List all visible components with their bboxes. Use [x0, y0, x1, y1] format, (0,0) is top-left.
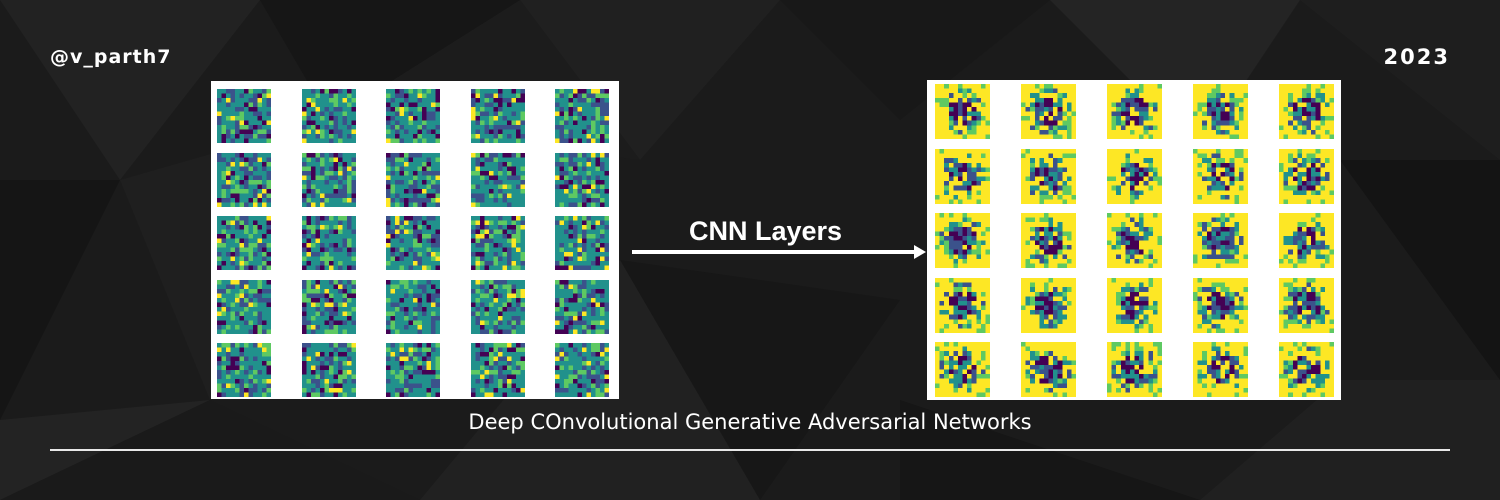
sample-tile: [1107, 277, 1162, 333]
sample-tile: [301, 89, 356, 143]
sample-tile: [1107, 84, 1162, 139]
sample-tile: [1107, 342, 1162, 397]
noise-samples-grid: [211, 81, 619, 399]
sample-tile: [1193, 213, 1248, 268]
sample-tile: [301, 279, 356, 334]
sample-tile: [555, 152, 609, 207]
sample-tile: [555, 89, 609, 143]
sample-tile: [470, 152, 525, 207]
sample-tile: [935, 213, 990, 268]
sample-tile: [386, 89, 440, 143]
sample-tile: [1107, 148, 1162, 204]
sample-tile: [935, 277, 990, 333]
sample-tile: [1021, 277, 1076, 333]
sample-tile: [935, 84, 990, 139]
sample-tile: [1021, 84, 1076, 139]
sample-tile: [1279, 342, 1334, 397]
sample-tile: [217, 279, 271, 334]
sample-tile: [217, 89, 271, 143]
sample-tile: [470, 89, 525, 143]
sample-tile: [1021, 342, 1076, 397]
sample-tile: [386, 279, 440, 334]
sample-tile: [1279, 148, 1334, 204]
sample-tile: [555, 343, 609, 397]
sample-tile: [555, 279, 609, 334]
sample-tile: [1279, 277, 1334, 333]
year-label: 2023: [1383, 45, 1450, 69]
sample-tile: [555, 216, 609, 270]
sample-tile: [1021, 148, 1076, 204]
divider: [50, 449, 1450, 451]
sample-tile: [217, 343, 271, 397]
sample-tile: [1193, 148, 1248, 204]
sample-tile: [301, 152, 356, 207]
sample-tile: [470, 279, 525, 334]
sample-tile: [386, 216, 440, 270]
sample-tile: [301, 216, 356, 270]
sample-tile: [217, 152, 271, 207]
caption: Deep COnvolutional Generative Adversaria…: [468, 410, 1032, 434]
sample-tile: [470, 343, 525, 397]
sample-tile: [1193, 277, 1248, 333]
author-handle: @v_parth7: [50, 46, 172, 68]
generated-samples-grid: [927, 80, 1341, 400]
sample-tile: [301, 343, 356, 397]
sample-tile: [935, 342, 990, 397]
sample-tile: [217, 216, 271, 270]
sample-tile: [386, 152, 440, 207]
sample-tile: [1193, 342, 1248, 397]
arrow-label: CNN Layers: [689, 216, 843, 246]
sample-tile: [386, 343, 440, 397]
sample-tile: [1193, 84, 1248, 139]
right-arrow-icon: [632, 245, 926, 259]
sample-tile: [1279, 213, 1334, 268]
sample-tile: [935, 148, 990, 204]
sample-tile: [1279, 84, 1334, 139]
sample-tile: [1107, 213, 1162, 268]
sample-tile: [470, 216, 525, 270]
sample-tile: [1021, 213, 1076, 268]
